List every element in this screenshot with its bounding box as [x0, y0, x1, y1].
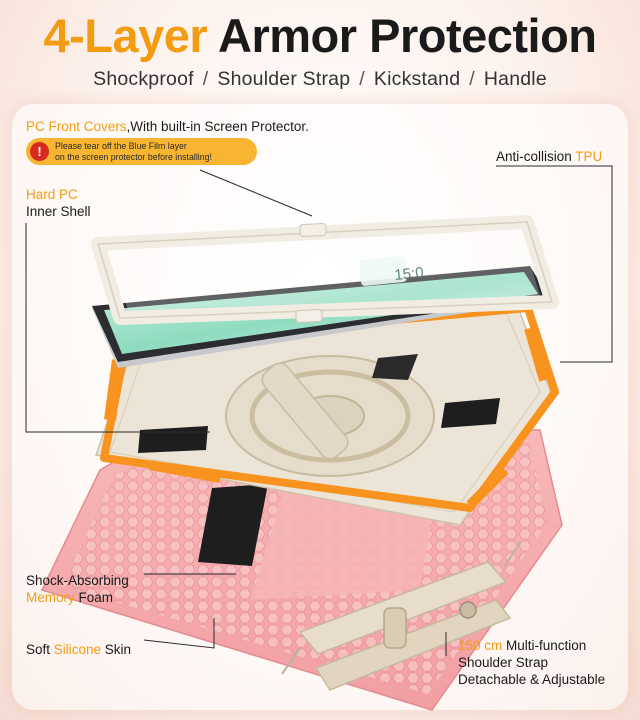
warning-banner: ! Please tear off the Blue Film layer on…: [26, 138, 257, 165]
silicone-label: Soft Silicone Skin: [26, 641, 131, 658]
feature-handle: Handle: [483, 68, 547, 90]
tablet-clock: 15:0: [394, 264, 425, 284]
title-rest: Armor Protection: [218, 9, 597, 62]
silicone-post: Skin: [101, 642, 132, 657]
feature-list: Shockproof / Shoulder Strap / Kickstand / Hand…: [0, 68, 640, 91]
page-title: 4-Layer Armor Protection: [0, 8, 640, 63]
strap-highlight: 150 cm: [458, 638, 503, 653]
title-accent: 4-Layer: [43, 9, 208, 62]
strap-text: Multi-function: [502, 638, 587, 653]
strap-label: 150 cm Multi-function Shoulder Strap Det…: [458, 637, 605, 688]
front-cover-label: PC Front Covers,With built-in Screen Pro…: [26, 118, 309, 135]
silicone-pre: Soft: [26, 642, 54, 657]
exclamation-icon: !: [30, 142, 49, 161]
feature-separator: /: [469, 68, 475, 90]
feature-shoulder-strap: Shoulder Strap: [217, 68, 351, 90]
inner-shell-text: Inner Shell: [26, 204, 91, 219]
pc-front-cover: [91, 215, 559, 325]
memory-foam: [198, 484, 268, 566]
feature-separator: /: [359, 68, 365, 90]
leader-lines: [25, 165, 613, 656]
feature-separator: /: [202, 68, 209, 90]
tpu-text: Anti-collision: [496, 149, 576, 164]
inner-shell-label: Hard PC Inner Shell: [26, 186, 91, 220]
tpu-bumper: [100, 304, 559, 512]
shoulder-strap: [281, 541, 521, 691]
strap-line-3: Detachable & Adjustable: [458, 672, 606, 687]
warning-line-1: Please tear off the Blue Film layer: [55, 141, 187, 151]
feature-kickstand: Kickstand: [373, 68, 461, 90]
foam-highlight: Memory: [26, 590, 75, 605]
front-cover-text: ,With built-in Screen Protector.: [126, 119, 309, 134]
feature-shockproof: Shockproof: [93, 68, 194, 90]
warning-text: Please tear off the Blue Film layer on t…: [55, 141, 212, 162]
strap-line-2: Shoulder Strap: [458, 655, 549, 670]
warning-line-2: on the screen protector before installin…: [55, 151, 212, 162]
foam-label: Shock-Absorbing Memory Foam: [26, 572, 129, 606]
foam-text: Foam: [74, 590, 114, 605]
inner-shell-highlight: Hard PC: [26, 187, 78, 202]
tpu-label: Anti-collision TPU: [496, 148, 602, 165]
silicone-highlight: Silicone: [53, 642, 102, 657]
foam-line-1: Shock-Absorbing: [26, 573, 129, 588]
front-cover-highlight: PC Front Covers: [26, 119, 127, 134]
tpu-highlight: TPU: [575, 149, 603, 164]
